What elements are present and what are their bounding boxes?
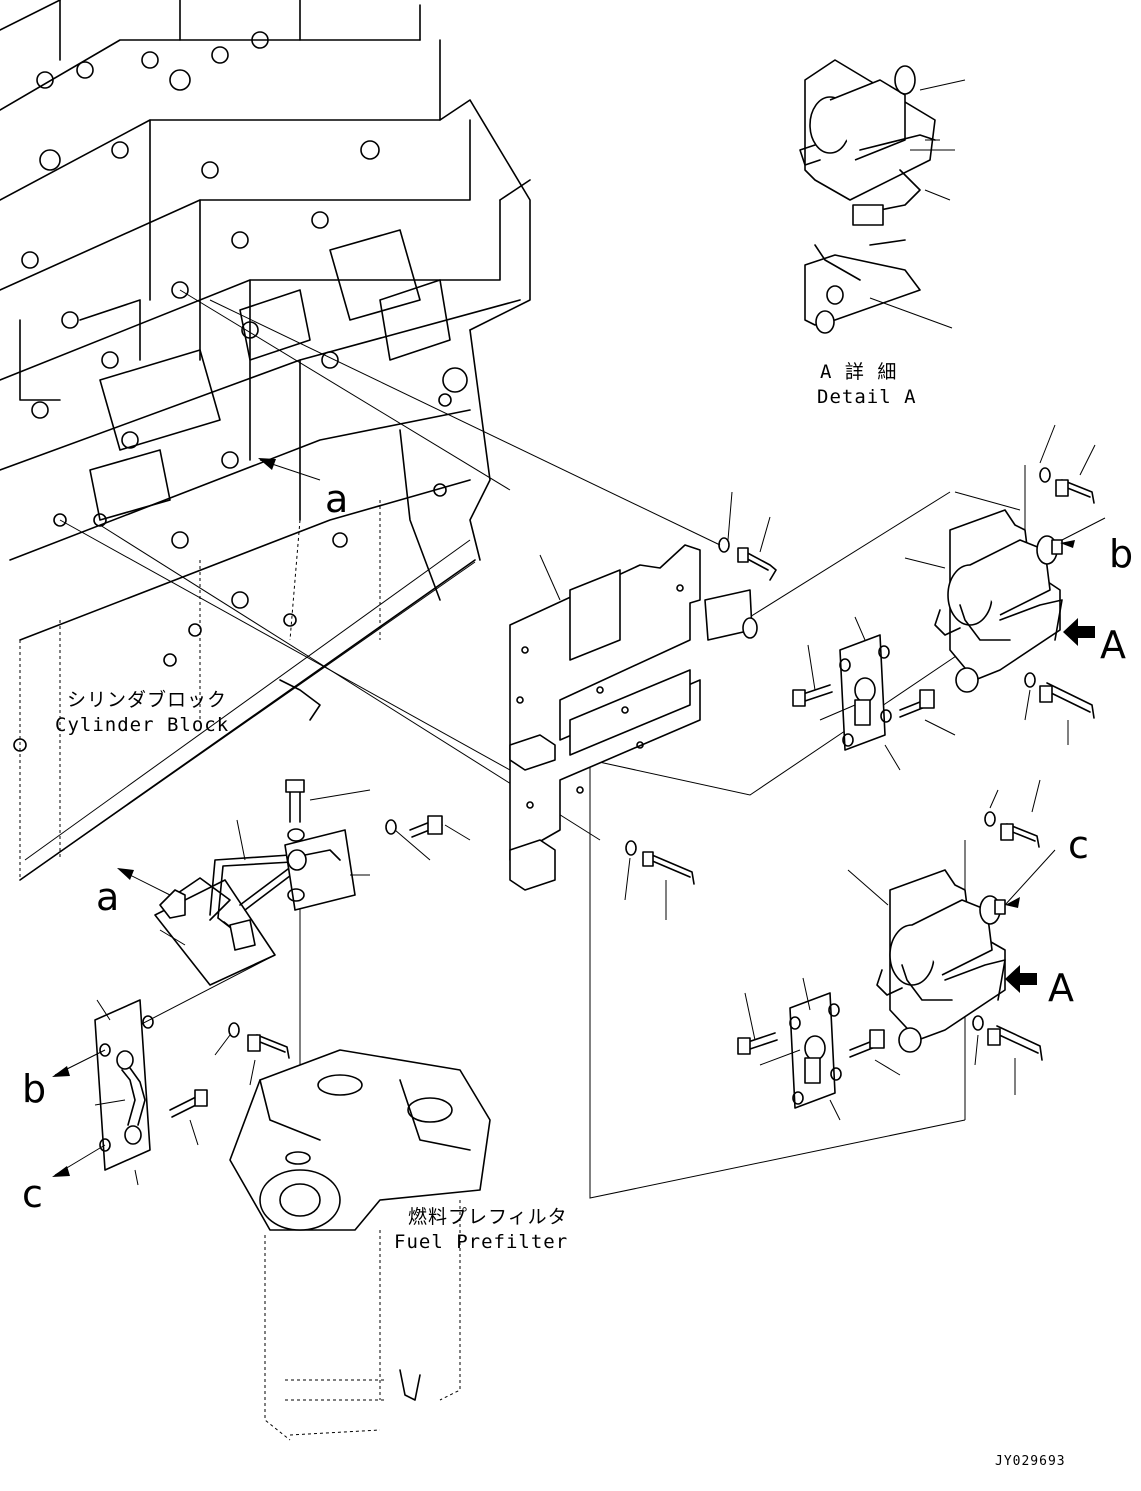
solenoid-upper-hardware [792, 424, 1096, 771]
fuel-prefilter [229, 1049, 491, 1441]
mounting-bracket [509, 544, 758, 891]
reference-arrow-a-upper [258, 458, 321, 481]
solenoid-assembly-lower [847, 849, 1056, 1053]
fuel-hose-assembly [52, 999, 290, 1186]
view-label-A-lower: A [1048, 966, 1074, 1010]
detail-a-caption-jp: A 詳 細 [820, 361, 898, 383]
cylinder-block [0, 0, 531, 881]
reference-label-c-left: c [22, 1172, 43, 1216]
view-label-A-upper: A [1100, 623, 1126, 667]
cylinder-block-label-jp: シリンダブロック [67, 689, 228, 711]
reference-label-c-right: c [1068, 823, 1089, 867]
drawing-code: JY029693 [995, 1454, 1066, 1469]
solenoid-assembly-upper [904, 509, 1106, 693]
bracket-bolt-lower [624, 840, 695, 920]
reference-label-a-upper: a [325, 477, 349, 521]
detail-a-bracket [804, 239, 953, 334]
bracket-bolt-upper [718, 491, 777, 581]
view-arrow-A-upper [1063, 618, 1095, 646]
reference-label-a-lower: a [96, 875, 120, 919]
reference-label-b-left: b [22, 1067, 47, 1111]
fuel-pipe-assembly [154, 779, 471, 986]
detail-a-caption-en: Detail A [817, 386, 917, 408]
fuel-prefilter-label-jp: 燃料プレフィルタ [408, 1206, 568, 1228]
detail-a-solenoid [799, 59, 966, 226]
cylinder-block-label-en: Cylinder Block [55, 714, 230, 736]
reference-label-b-right: b [1109, 532, 1134, 576]
reference-arrow-a-lower [117, 868, 171, 896]
solenoid-lower-hardware [737, 779, 1043, 1121]
fuel-prefilter-label-en: Fuel Prefilter [394, 1231, 569, 1253]
view-arrow-A-lower [1005, 965, 1037, 993]
